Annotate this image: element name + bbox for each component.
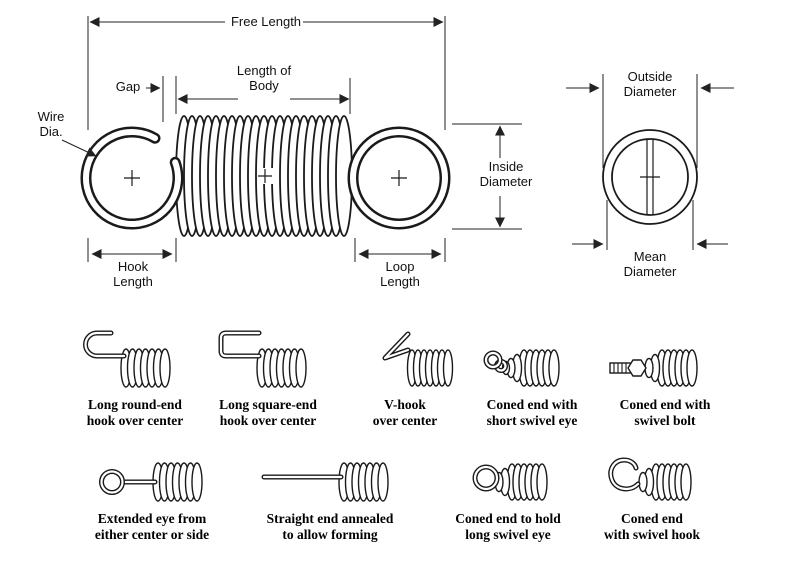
right-loop — [347, 126, 451, 230]
end-view — [602, 129, 698, 225]
end-type-caption: Straight end annealed to allow forming — [266, 511, 394, 542]
free-length-label: Free Length — [230, 14, 302, 29]
end-type-caption: Coned end with short swivel eye — [486, 397, 578, 428]
wire-dia-leader — [61, 139, 97, 157]
length-of-body-dimension — [177, 78, 351, 114]
outside-diameter-label: Outside Diameter — [623, 69, 677, 99]
icon-long-round-end-hook — [86, 333, 171, 388]
mean-diameter-label: Mean Diameter — [623, 249, 677, 279]
wire-dia-label: Wire Dia. — [37, 109, 65, 139]
end-type-caption: V-hook over center — [372, 397, 438, 428]
end-type-caption: Long square-end hook over center — [219, 397, 317, 428]
icon-extended-eye — [99, 462, 203, 502]
loop-length-dimension — [354, 238, 446, 262]
icon-coned-end-long-swivel-eye — [472, 463, 548, 501]
inside-diameter-label: Inside Diameter — [479, 159, 533, 189]
mean-diameter-dimension — [572, 200, 728, 250]
icon-straight-end-annealed — [264, 462, 389, 502]
free-length-dimension — [87, 16, 446, 130]
length-of-body-label: Length of Body — [236, 63, 292, 93]
loop-length-label: Loop Length — [380, 259, 420, 289]
coil-body — [175, 115, 353, 237]
end-type-caption: Coned end with swivel hook — [603, 511, 701, 542]
end-type-caption: Extended eye from either center or side — [94, 511, 210, 542]
inside-diameter-dimension — [452, 123, 522, 230]
icon-coned-end-short-swivel-eye — [483, 349, 560, 387]
icon-coned-end-swivel-bolt — [609, 349, 698, 387]
hook-length-label: Hook Length — [113, 259, 153, 289]
icon-coned-end-swivel-hook — [611, 460, 692, 501]
icon-v-hook — [385, 334, 454, 387]
outside-diameter-dimension — [566, 74, 734, 168]
end-type-caption: Long round-end hook over center — [86, 397, 184, 428]
end-type-caption: Coned end with swivel bolt — [619, 397, 711, 428]
end-type-caption: Coned end to hold long swivel eye — [455, 511, 561, 542]
icon-long-square-end-hook — [221, 333, 307, 388]
hook-length-dimension — [87, 238, 177, 262]
coil-body-center-mark — [257, 168, 273, 184]
gap-dimension — [146, 76, 177, 122]
gap-label: Gap — [115, 79, 141, 94]
left-hook — [86, 132, 178, 224]
